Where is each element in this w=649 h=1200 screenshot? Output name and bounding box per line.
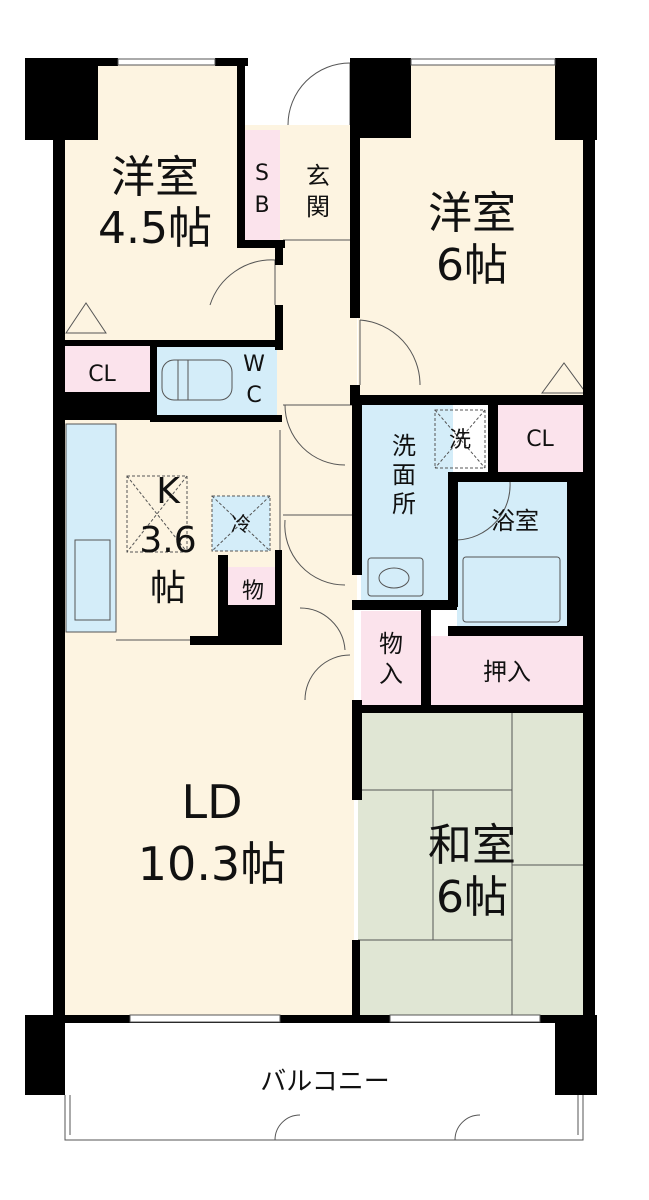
oshiire-label: 押入 [483,658,531,686]
storage-small-label: 物 [242,579,264,604]
bathroom-label: 浴室 [491,507,539,535]
sb-floor [245,130,280,240]
western-room-1-size: 4.5帖 [98,203,212,254]
washroom-line2: 面 [392,461,416,489]
kitchen-sink [74,539,111,621]
bathtub [462,556,561,623]
washroom-line3: 所 [392,490,416,518]
oshiire-floor [429,636,583,706]
washer-pan [434,409,486,469]
closet-left-floor [65,346,150,392]
toilet-line2: C [246,383,261,408]
range-hood [126,475,188,553]
japanese-room-size: 6帖 [436,872,508,923]
fixtures [65,239,587,641]
washroom-floor [361,405,453,603]
windows [117,58,556,1023]
kitchen-size-unit: 帖 [150,568,186,609]
entrance-line2: 関 [306,193,330,221]
bathroom-floor [457,482,567,629]
toilet-floor [157,345,277,415]
closet-right-label: CL [526,427,554,452]
balcony-rail [64,1095,584,1141]
toilet-tank [177,359,189,401]
ld-size: 10.3帖 [138,837,286,891]
storage-hall-floor [361,611,421,705]
wash-basin [367,557,424,597]
basin-bowl [378,567,410,589]
balcony-label: バルコニー [260,1067,389,1097]
closet-left-label: CL [88,362,116,387]
entrance-line1: 玄 [306,162,330,190]
floor-fills [62,65,586,1015]
door-swings [209,62,511,1141]
japanese-room-floor [358,712,586,1015]
western-room-2-name: 洋室 [428,188,516,239]
kitchen-size-number: 3.6 [139,520,196,561]
entrance-floor [282,125,357,240]
western-room-2-size: 6帖 [436,240,508,291]
washer-label: 洗 [449,428,471,453]
sb-line2: B [254,193,269,218]
tatami-lines [358,712,586,1015]
toilet-fixture [161,359,233,401]
counter-floor [65,423,117,633]
storage-small-floor [228,567,278,609]
western-room-1-name: 洋室 [111,152,199,203]
closet-right-floor [497,400,583,472]
washroom-line1: 洗 [392,432,416,460]
storage-hall-line2: 入 [379,660,403,688]
room-labels: 洋室 4.5帖 洋室 6帖 S B 玄 関 CL W C K 3.6 帖 冷 物… [88,152,554,1097]
japanese-room-name: 和室 [428,820,516,871]
sb-line1: S [255,161,269,186]
kitchen-name: K [156,471,181,512]
ld-name: LD [181,775,242,829]
toilet-line1: W [243,352,265,377]
storage-hall-line1: 物 [379,630,403,658]
walls [25,58,597,1095]
fridge-label: 冷 [231,512,251,536]
